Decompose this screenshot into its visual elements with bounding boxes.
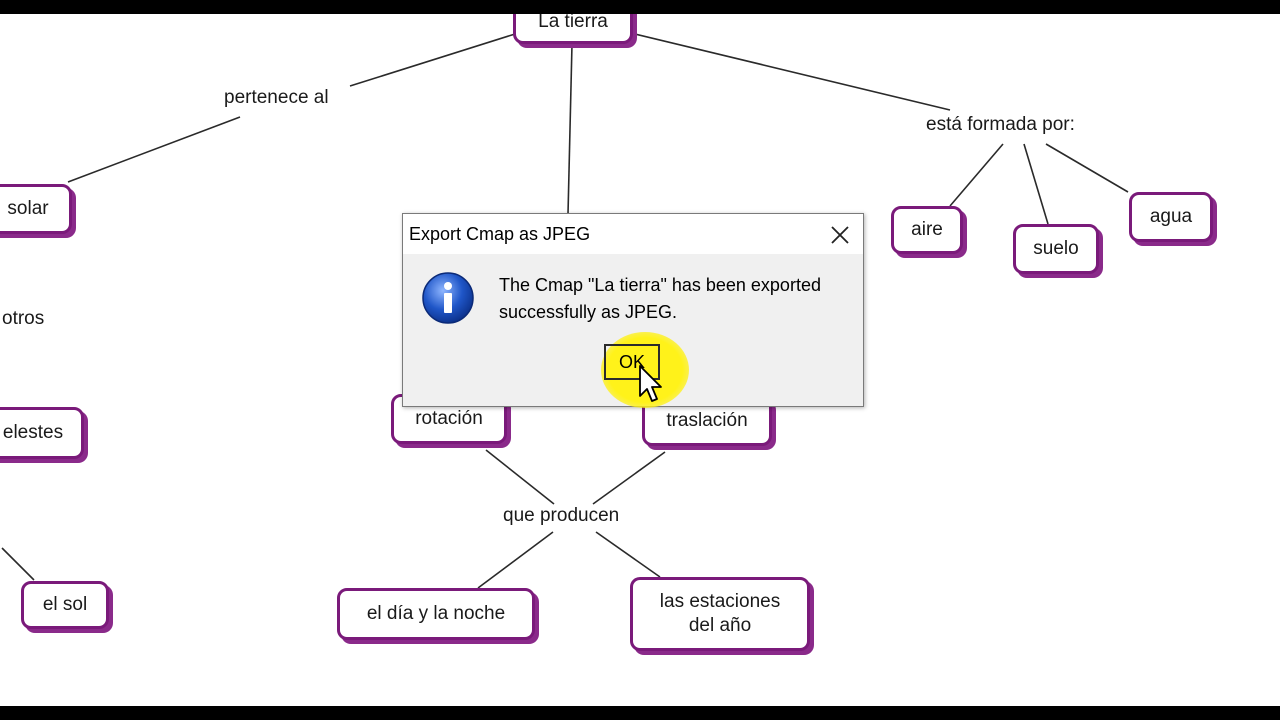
node-el-sol[interactable]: el sol — [21, 581, 109, 629]
export-dialog: Export Cmap as JPEG The Cmap "La tierr — [402, 213, 864, 408]
node-suelo[interactable]: suelo — [1013, 224, 1099, 274]
node-estaciones[interactable]: las estaciones del año — [630, 577, 810, 651]
node-aire[interactable]: aire — [891, 206, 963, 254]
info-icon — [421, 271, 475, 325]
dialog-titlebar[interactable]: Export Cmap as JPEG — [403, 214, 863, 254]
node-celestes[interactable]: elestes — [0, 407, 84, 459]
phrase-producen[interactable]: que producen — [499, 505, 624, 527]
phrase-otros[interactable]: otros — [0, 308, 49, 330]
node-solar[interactable]: solar — [0, 184, 72, 234]
concept-map-canvas: La tierra solar elestes el sol rotación … — [0, 14, 1280, 706]
dialog-title: Export Cmap as JPEG — [409, 224, 591, 244]
dialog-message: The Cmap "La tierra" has been exported s… — [499, 275, 821, 322]
ok-button[interactable]: OK — [604, 344, 660, 380]
phrase-pertenece[interactable]: pertenece al — [220, 87, 333, 109]
connection-lines — [1, 33, 1129, 589]
node-dia-noche[interactable]: el día y la noche — [337, 588, 535, 640]
close-icon[interactable] — [827, 222, 853, 248]
phrase-formada[interactable]: está formada por: — [922, 114, 1079, 136]
node-agua[interactable]: agua — [1129, 192, 1213, 242]
node-la-tierra[interactable]: La tierra — [513, 14, 633, 44]
mouse-cursor-icon — [639, 365, 662, 402]
